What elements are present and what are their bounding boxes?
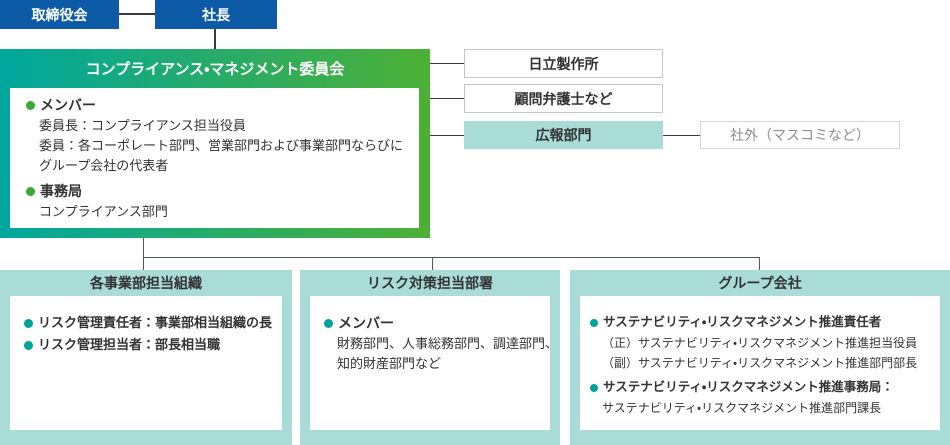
committee-box: コンプライアンス・マネジメント委員会 メンバー 委員長：コンプライアンス担当役員… xyxy=(0,49,430,238)
connector-committee-advisors xyxy=(430,98,464,99)
group-companies-office-line: サステナビリティ・リスクマネジメント推進部門課長 xyxy=(602,401,882,415)
committee-members-line: 委員：各コーポレート部門、営業部門および事業部門ならびに xyxy=(39,138,404,153)
risk-departments-members-line: 財務部門、人事総務部門、調達部門、 xyxy=(337,336,559,351)
committee-secretariat-heading-row: 事務局 xyxy=(26,180,413,202)
node-external-media: 社外（マスコミなど） xyxy=(700,121,900,149)
box-business-divisions-title: 各事業部担当組織 xyxy=(90,275,202,291)
committee-members-line: グループ会社の代表者 xyxy=(39,158,169,173)
connector-committee-hitachi xyxy=(430,63,464,64)
group-companies-leaders-line: （副）サステナビリティ・リスクマネジメント推進部門部長 xyxy=(602,356,918,370)
box-group-companies: グループ会社 サステナビリティ・リスクマネジメント推進責任者 （正）サステナビリ… xyxy=(570,270,950,445)
node-legal-advisors: 顧問弁護士など xyxy=(464,84,663,113)
group-companies-office-heading: サステナビリティ・リスクマネジメント推進事務局： xyxy=(603,380,894,394)
risk-departments-members-line: 知的財産部門など xyxy=(337,356,442,371)
business-divisions-item: リスク管理担当者：部長相当職 xyxy=(38,337,221,352)
box-risk-departments: リスク対策担当部署 メンバー 財務部門、人事総務部門、調達部門、 知的財産部門な… xyxy=(300,270,560,445)
node-pr-division: 広報部門 xyxy=(464,121,663,149)
risk-departments-members-heading-row: メンバー xyxy=(324,312,544,334)
bullet-icon xyxy=(24,340,33,350)
connector-drop-risk-departments xyxy=(432,257,433,270)
connector-drop-group-companies xyxy=(759,257,760,270)
box-risk-departments-title: リスク対策担当部署 xyxy=(367,275,493,291)
connector-pr-external xyxy=(663,135,700,136)
group-companies-leaders-heading-row: サステナビリティ・リスクマネジメント推進責任者 xyxy=(590,312,934,333)
box-business-divisions: 各事業部担当組織 リスク管理責任者：事業部相当組織の長 リスク管理担当者：部長相… xyxy=(0,270,292,445)
box-risk-departments-panel: メンバー 財務部門、人事総務部門、調達部門、 知的財産部門など xyxy=(310,296,559,430)
committee-members-line: 委員長：コンプライアンス担当役員 xyxy=(39,118,246,133)
committee-members-heading-row: メンバー xyxy=(26,94,413,116)
business-divisions-item-row: リスク管理責任者：事業部相当組織の長 xyxy=(24,312,274,334)
connector-committee-drop xyxy=(143,238,144,270)
connector-board-president xyxy=(119,13,155,15)
risk-departments-members-heading: メンバー xyxy=(338,315,394,331)
business-divisions-item-row: リスク管理担当者：部長相当職 xyxy=(24,334,274,356)
bullet-icon xyxy=(24,318,33,328)
connector-committee-pr xyxy=(430,135,464,136)
node-president: 社長 xyxy=(155,0,277,29)
committee-members-heading: メンバー xyxy=(40,97,96,113)
bullet-icon xyxy=(26,100,35,110)
box-group-companies-title: グループ会社 xyxy=(718,275,802,291)
connector-bottom-horizontal xyxy=(143,257,760,258)
box-business-divisions-panel: リスク管理責任者：事業部相当組織の長 リスク管理担当者：部長相当職 xyxy=(10,296,282,430)
group-companies-leaders-heading: サステナビリティ・リスクマネジメント推進責任者 xyxy=(603,315,882,329)
committee-title: コンプライアンス・マネジメント委員会 xyxy=(85,61,345,78)
committee-panel: メンバー 委員長：コンプライアンス担当役員 委員：各コーポレート部門、営業部門お… xyxy=(10,88,419,228)
node-hitachi: 日立製作所 xyxy=(464,49,663,78)
business-divisions-item: リスク管理責任者：事業部相当組織の長 xyxy=(38,315,273,330)
committee-secretariat-heading: 事務局 xyxy=(40,183,82,199)
group-companies-leaders-line: （正）サステナビリティ・リスクマネジメント推進担当役員 xyxy=(602,336,918,350)
bullet-icon xyxy=(324,318,333,328)
connector-president-committee xyxy=(214,29,216,49)
bullet-icon xyxy=(590,383,598,392)
bullet-icon xyxy=(590,318,598,327)
box-group-companies-panel: サステナビリティ・リスクマネジメント推進責任者 （正）サステナビリティ・リスクマ… xyxy=(580,296,940,430)
committee-secretariat-line: コンプライアンス部門 xyxy=(39,204,168,219)
node-board-of-directors: 取締役会 xyxy=(0,0,119,29)
group-companies-office-heading-row: サステナビリティ・リスクマネジメント推進事務局： xyxy=(590,377,934,398)
bullet-icon xyxy=(26,186,35,196)
